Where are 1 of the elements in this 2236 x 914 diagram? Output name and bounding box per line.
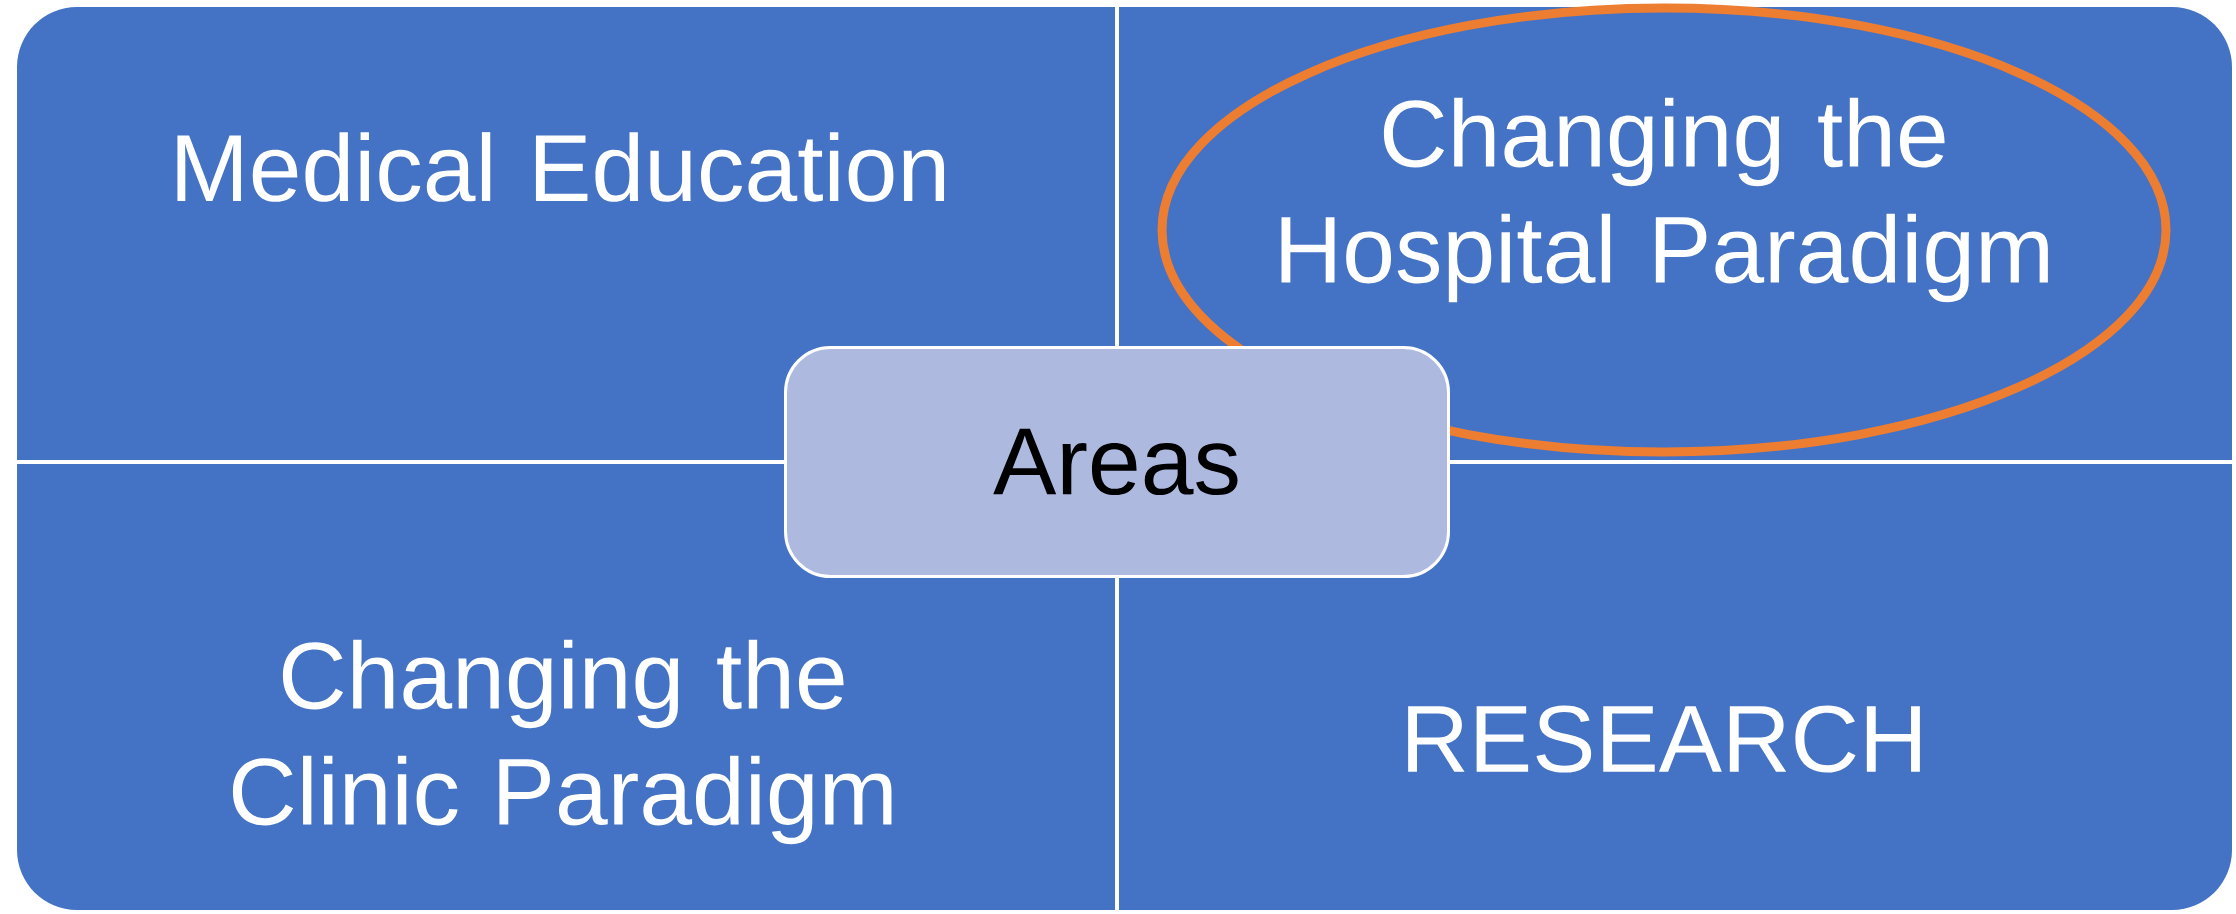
center-box: Areas: [784, 346, 1450, 578]
